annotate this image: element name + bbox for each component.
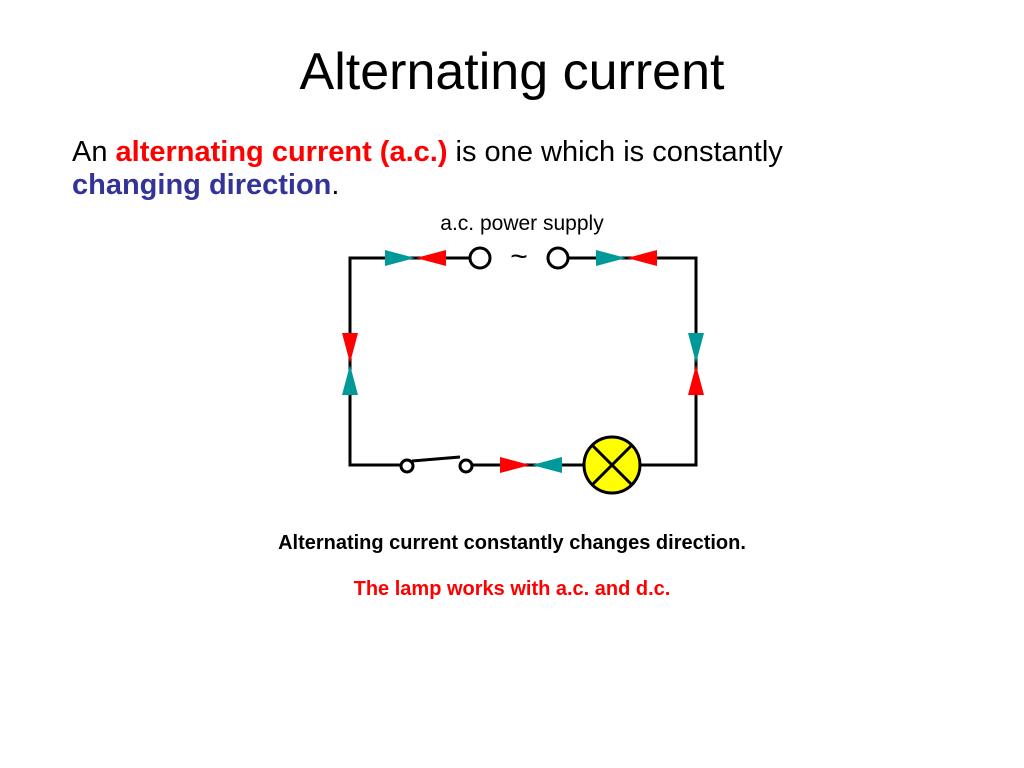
arrow-right-red-icon — [688, 365, 704, 395]
circuit-wires — [348, 256, 698, 467]
intro-prefix: An — [72, 136, 116, 168]
supply-terminal-left — [468, 246, 492, 270]
supply-terminal-right — [546, 246, 570, 270]
slide-title: Alternating current — [299, 43, 725, 101]
arrow-bottom-red-icon — [500, 457, 530, 473]
intro-suffix: . — [331, 169, 340, 201]
arrow-top-right-red-icon — [627, 250, 657, 266]
lamp — [582, 435, 642, 495]
arrow-left-red-icon — [342, 333, 358, 363]
switch-contact-right — [458, 458, 474, 474]
lamp-cross-b — [590, 443, 634, 487]
intro-emphasis: changing direction — [72, 169, 332, 201]
arrow-right-teal-icon — [688, 333, 704, 363]
arrow-left-teal-icon — [342, 365, 358, 395]
intro-middle: is one which is constantly — [447, 136, 783, 168]
intro-text: An alternating current (a.c.) is one whi… — [72, 136, 952, 202]
arrow-top-left-red-icon — [416, 250, 446, 266]
intro-term: alternating current (a.c.) — [115, 136, 448, 168]
arrow-bottom-teal-icon — [532, 457, 562, 473]
current-arrows — [342, 250, 704, 473]
supply-label: a.c. power supply — [440, 212, 604, 235]
supply-symbol: ~ — [510, 240, 528, 273]
switch-contact-left — [399, 458, 415, 474]
switch-lever — [411, 455, 461, 463]
switch — [399, 455, 474, 474]
arrow-top-left-teal-icon-head — [385, 250, 415, 266]
caption: Alternating current constantly changes d… — [278, 532, 746, 554]
note: The lamp works with a.c. and d.c. — [353, 578, 671, 600]
arrow-top-right-teal-icon — [596, 250, 626, 266]
